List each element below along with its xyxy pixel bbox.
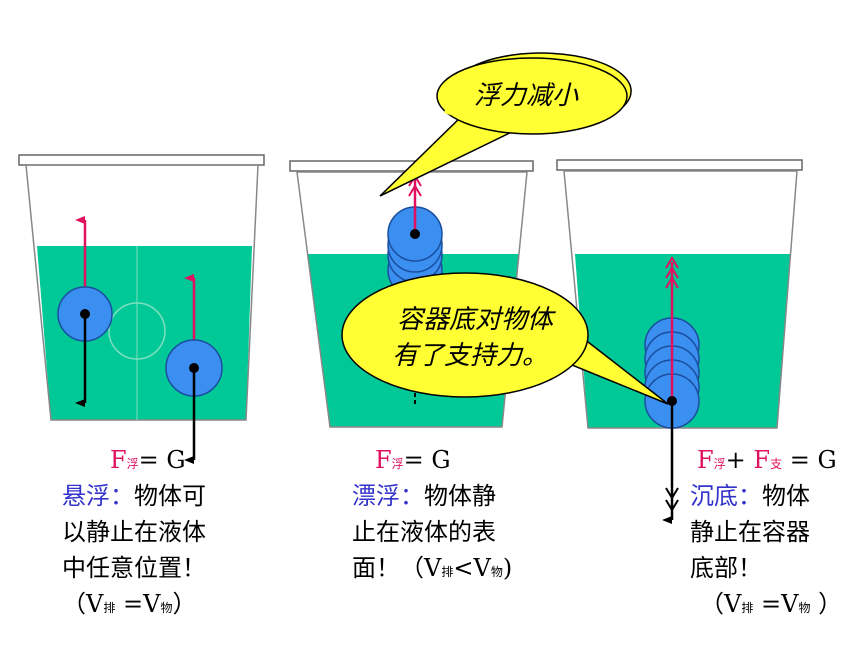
left-desc-line3: 中任意位置！ — [62, 554, 206, 582]
left-desc-line1: 悬浮：物体可 — [62, 482, 206, 510]
callout-top-text: 浮力减小 — [474, 81, 579, 111]
middle-desc-line3: 面！（V排<V物) — [352, 554, 513, 582]
callout-middle-line1: 容器底对物体 — [397, 305, 554, 335]
callout-middle — [341, 272, 669, 405]
middle-cup-body — [296, 171, 528, 428]
left-cup-rim — [18, 154, 265, 166]
left-ball2-center — [189, 363, 199, 373]
right-force-equation: F浮+ F支 = G — [697, 446, 837, 474]
right-volume: （V排 =V物 ） — [700, 590, 843, 618]
right-desc-line1: 沉底：物体 — [690, 482, 810, 510]
left-ball1-center — [80, 309, 90, 319]
right-term: 沉底： — [690, 482, 762, 510]
middle-term: 漂浮： — [352, 482, 424, 510]
left-desc-line2: 以静止在液体 — [62, 518, 206, 546]
callout-top-join — [444, 107, 501, 131]
left-force-equation: F浮= G — [110, 446, 186, 474]
left-volume: （V排 =V物） — [62, 590, 197, 618]
callout-middle-line2: 有了支持力。 — [392, 341, 549, 371]
left-cup-body — [25, 164, 259, 421]
middle-ball-center — [410, 229, 420, 239]
callout-top-bubble — [436, 57, 628, 135]
right-gravity-arrowheads — [665, 487, 679, 512]
right-desc-line2: 静止在容器 — [690, 518, 810, 546]
left-term: 悬浮： — [62, 482, 134, 510]
callout-top — [379, 52, 632, 197]
callout-middle-bubble — [341, 272, 589, 398]
left-cup — [18, 154, 265, 464]
callout-middle-join — [557, 328, 578, 349]
right-buoyancy-arrowheads — [665, 256, 679, 289]
right-cup — [556, 159, 803, 524]
middle-force-equation: F浮= G — [375, 446, 451, 474]
right-cup-rim — [556, 159, 803, 171]
middle-desc-line1: 漂浮：物体静 — [352, 482, 496, 510]
right-desc-line3: 底部！ — [690, 554, 762, 582]
middle-desc-line2: 止在液体的表 — [352, 518, 496, 546]
